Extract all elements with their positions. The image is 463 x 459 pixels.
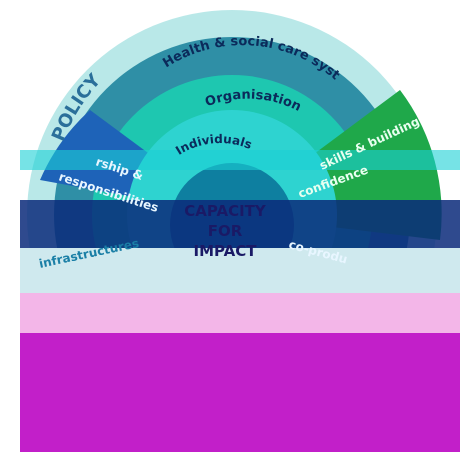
bottom-band (20, 248, 460, 293)
center-line-1: CAPACITY (184, 202, 267, 220)
center-line-3: IMPACT (194, 242, 258, 260)
bottom-overlay (20, 330, 460, 452)
band-cyan (20, 150, 460, 170)
bottom-pink (20, 293, 460, 333)
band-dark (20, 200, 460, 248)
center-line-2: FOR (208, 222, 243, 240)
